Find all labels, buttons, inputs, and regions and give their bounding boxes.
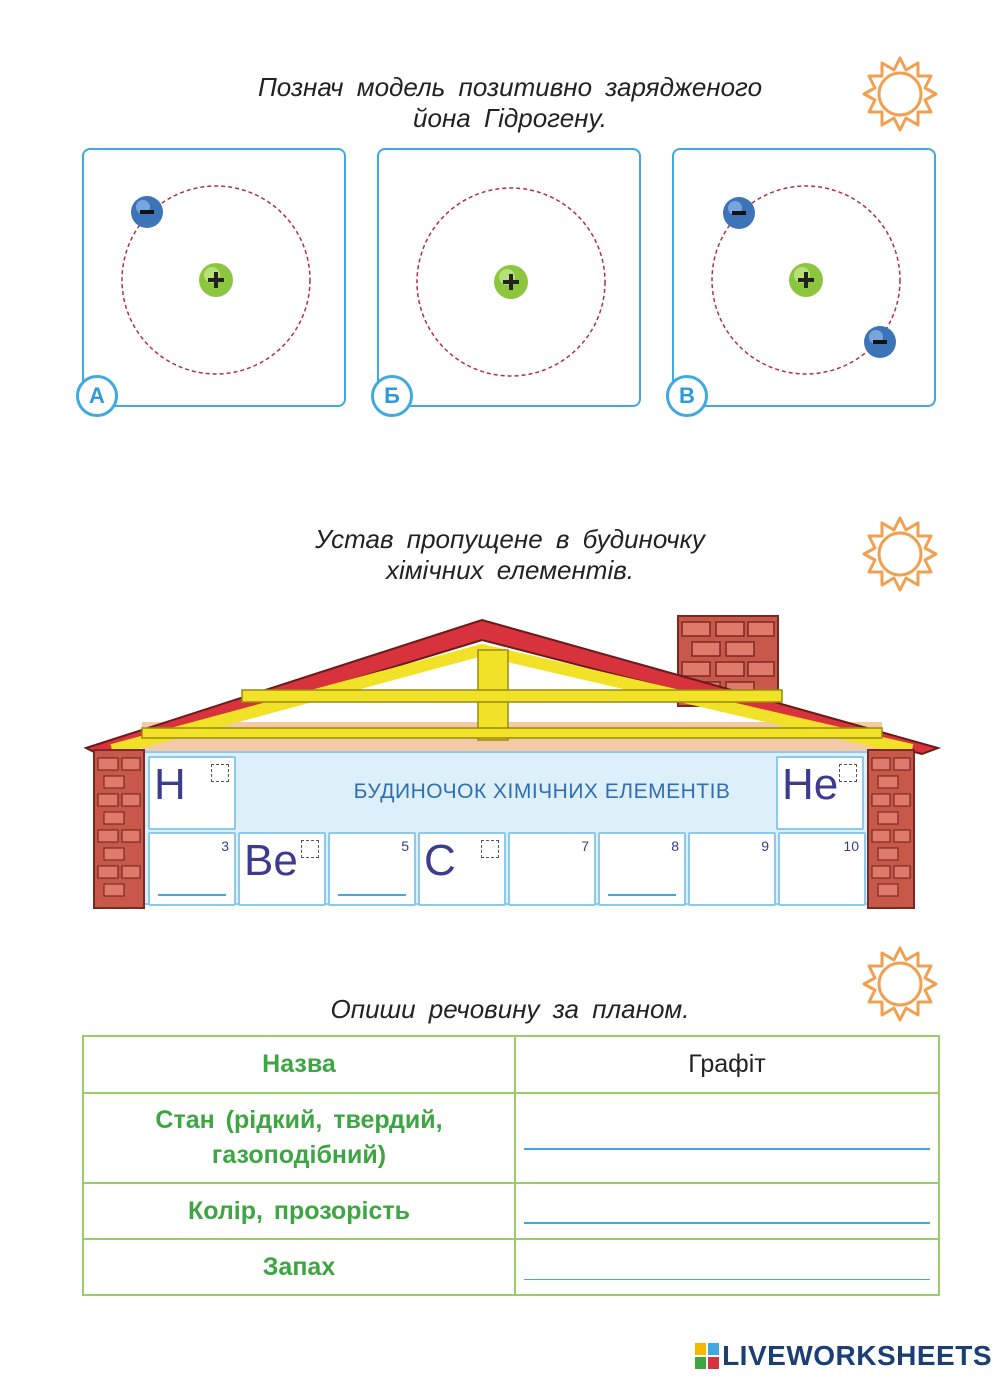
cell-element-be: Be [238, 832, 326, 906]
electron-icon [131, 196, 163, 228]
cell-checkbox[interactable] [481, 840, 499, 858]
cell-number: 10 [843, 838, 859, 854]
table-row: Колір, прозорість [82, 1182, 940, 1240]
task1-instruction: Познач модель позитивно зарядженого йона… [200, 72, 820, 134]
cell-checkbox[interactable] [211, 764, 229, 782]
nucleus-icon [494, 265, 528, 299]
roof [83, 618, 942, 758]
answer-line[interactable] [524, 1222, 930, 1224]
task2-instruction: Устав пропущене в будиночку хімічних еле… [250, 524, 770, 586]
row-value-state[interactable] [514, 1092, 940, 1184]
table-row: Назва Графіт [82, 1035, 940, 1094]
cell-number: 5 [401, 838, 409, 854]
row-value-color[interactable] [514, 1182, 940, 1240]
row-label-state-line2: газоподібний) [211, 1141, 387, 1169]
element-house: БУДИНОЧОК ХІМІЧНИХ ЕЛЕМЕНТІВ H He 3 Be 5… [82, 610, 942, 915]
cell-number: 8 [671, 838, 679, 854]
house-title: БУДИНОЧОК ХІМІЧНИХ ЕЛЕМЕНТІВ [353, 780, 731, 803]
row-label-state: Стан (рідкий, твердий, газоподібний) [82, 1092, 516, 1184]
answer-line[interactable] [524, 1279, 930, 1280]
option-a-label[interactable]: А [76, 375, 118, 417]
table-row: Стан (рідкий, твердий, газоподібний) [82, 1092, 940, 1184]
cell-element-3[interactable]: 3 [148, 832, 236, 906]
row-label-state-line1: Стан (рідкий, твердий, [155, 1106, 443, 1134]
option-b-label[interactable]: Б [371, 375, 413, 417]
electron-icon [723, 197, 755, 229]
task3-instruction: Опиши речовину за планом. [330, 994, 690, 1024]
cell-checkbox[interactable] [839, 764, 857, 782]
cell-element-9[interactable]: 9 [688, 832, 776, 906]
cell-symbol: He [782, 760, 839, 809]
answer-line[interactable] [338, 894, 406, 896]
answer-line[interactable] [158, 894, 226, 896]
cell-symbol: H [154, 760, 186, 809]
liveworksheets-text: LIVEWORKSHEETS [722, 1340, 992, 1371]
cell-element-5[interactable]: 5 [328, 832, 416, 906]
nucleus-icon [199, 263, 233, 297]
atom-model-a [121, 185, 311, 375]
cell-number: 3 [221, 838, 229, 854]
option-b-panel[interactable]: Б [371, 148, 641, 417]
answer-line[interactable] [524, 1148, 930, 1150]
cell-element-c: C [418, 832, 506, 906]
cell-helium: He [776, 756, 864, 830]
cell-symbol: Be [244, 836, 298, 885]
electron-icon [864, 326, 896, 358]
liveworksheets-brand: LIVEWORKSHEETS [695, 1340, 992, 1371]
table-row: Запах [82, 1238, 940, 1296]
cell-checkbox[interactable] [301, 840, 319, 858]
atom-model-b [416, 187, 606, 377]
task1-instruction-line2: йона Гідрогену. [413, 103, 607, 133]
task2-instruction-line2: хімічних елементів. [385, 555, 635, 585]
atom-model-c [711, 185, 901, 375]
cell-element-10[interactable]: 10 [778, 832, 866, 906]
left-brick-wall [93, 749, 145, 909]
right-brick-wall [867, 749, 915, 909]
substance-description-table: Назва Графіт Стан (рідкий, твердий, газо… [82, 1035, 940, 1296]
row-label-color: Колір, прозорість [82, 1182, 516, 1240]
cell-number: 9 [761, 838, 769, 854]
row-label-smell: Запах [82, 1238, 516, 1296]
cell-element-7[interactable]: 7 [508, 832, 596, 906]
sun-icon [862, 946, 938, 1022]
liveworksheets-logo-icon [695, 1343, 720, 1369]
cell-symbol: C [424, 836, 456, 885]
task2-instruction-line1: Устав пропущене в будиночку [315, 524, 705, 554]
row-value-smell[interactable] [514, 1238, 940, 1296]
nucleus-icon [789, 263, 823, 297]
sun-icon [862, 56, 938, 132]
cell-hydrogen: H [148, 756, 236, 830]
sun-icon [862, 516, 938, 592]
option-c-label[interactable]: В [666, 375, 708, 417]
row-value-name: Графіт [514, 1035, 940, 1094]
answer-line[interactable] [608, 894, 676, 896]
cell-element-8[interactable]: 8 [598, 832, 686, 906]
task1-instruction-line1: Познач модель позитивно зарядженого [257, 72, 763, 102]
row-label-name: Назва [82, 1035, 516, 1094]
option-a-panel[interactable]: А [76, 148, 346, 417]
cell-number: 7 [581, 838, 589, 854]
option-c-panel[interactable]: В [666, 148, 936, 417]
